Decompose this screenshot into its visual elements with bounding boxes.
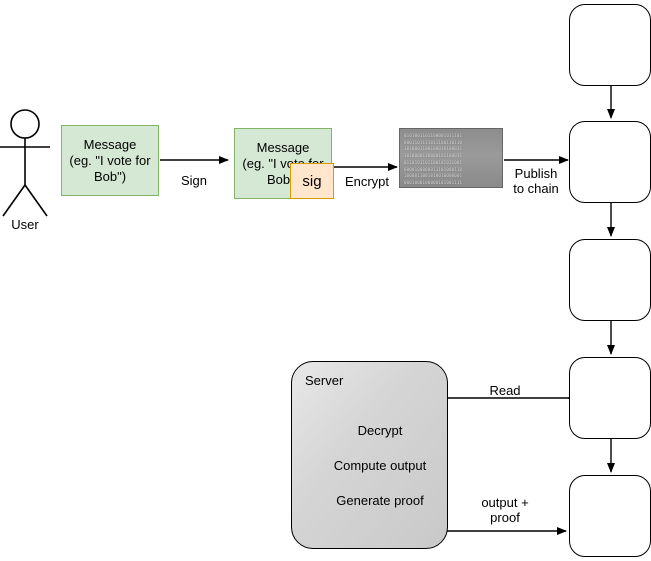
server-step-compute-output: Compute output <box>333 458 427 473</box>
server-container <box>291 361 448 549</box>
chain-block-5 <box>569 475 651 557</box>
ciphertext-bits: 0101001101100001011101 00011011110111001… <box>404 133 463 185</box>
signature-box: sig <box>290 163 334 199</box>
edge-label-publish: Publish to chain <box>513 166 559 196</box>
server-step-decrypt: Decrypt <box>357 423 403 438</box>
message-plain-label: Message (eg. "I vote for Bob") <box>69 136 151 184</box>
chain-block-3 <box>569 239 651 321</box>
edge-label-read: Read <box>489 383 521 398</box>
user-stick-figure <box>0 109 50 217</box>
chain-block-1 <box>569 4 651 86</box>
edge-label-encrypt: Encrypt <box>344 174 390 189</box>
server-title-label: Server <box>305 373 344 388</box>
server-step-generate-proof: Generate proof <box>336 493 424 508</box>
edge-label-sign: Sign <box>180 173 208 188</box>
message-plain-box <box>61 125 159 196</box>
chain-block-2 <box>569 121 651 203</box>
edge-label-output-proof: output + proof <box>481 495 529 525</box>
user-label: User <box>11 217 39 232</box>
ciphertext-block: 0101001101100001011101 00011011110111001… <box>399 128 503 188</box>
chain-block-4 <box>569 357 651 439</box>
